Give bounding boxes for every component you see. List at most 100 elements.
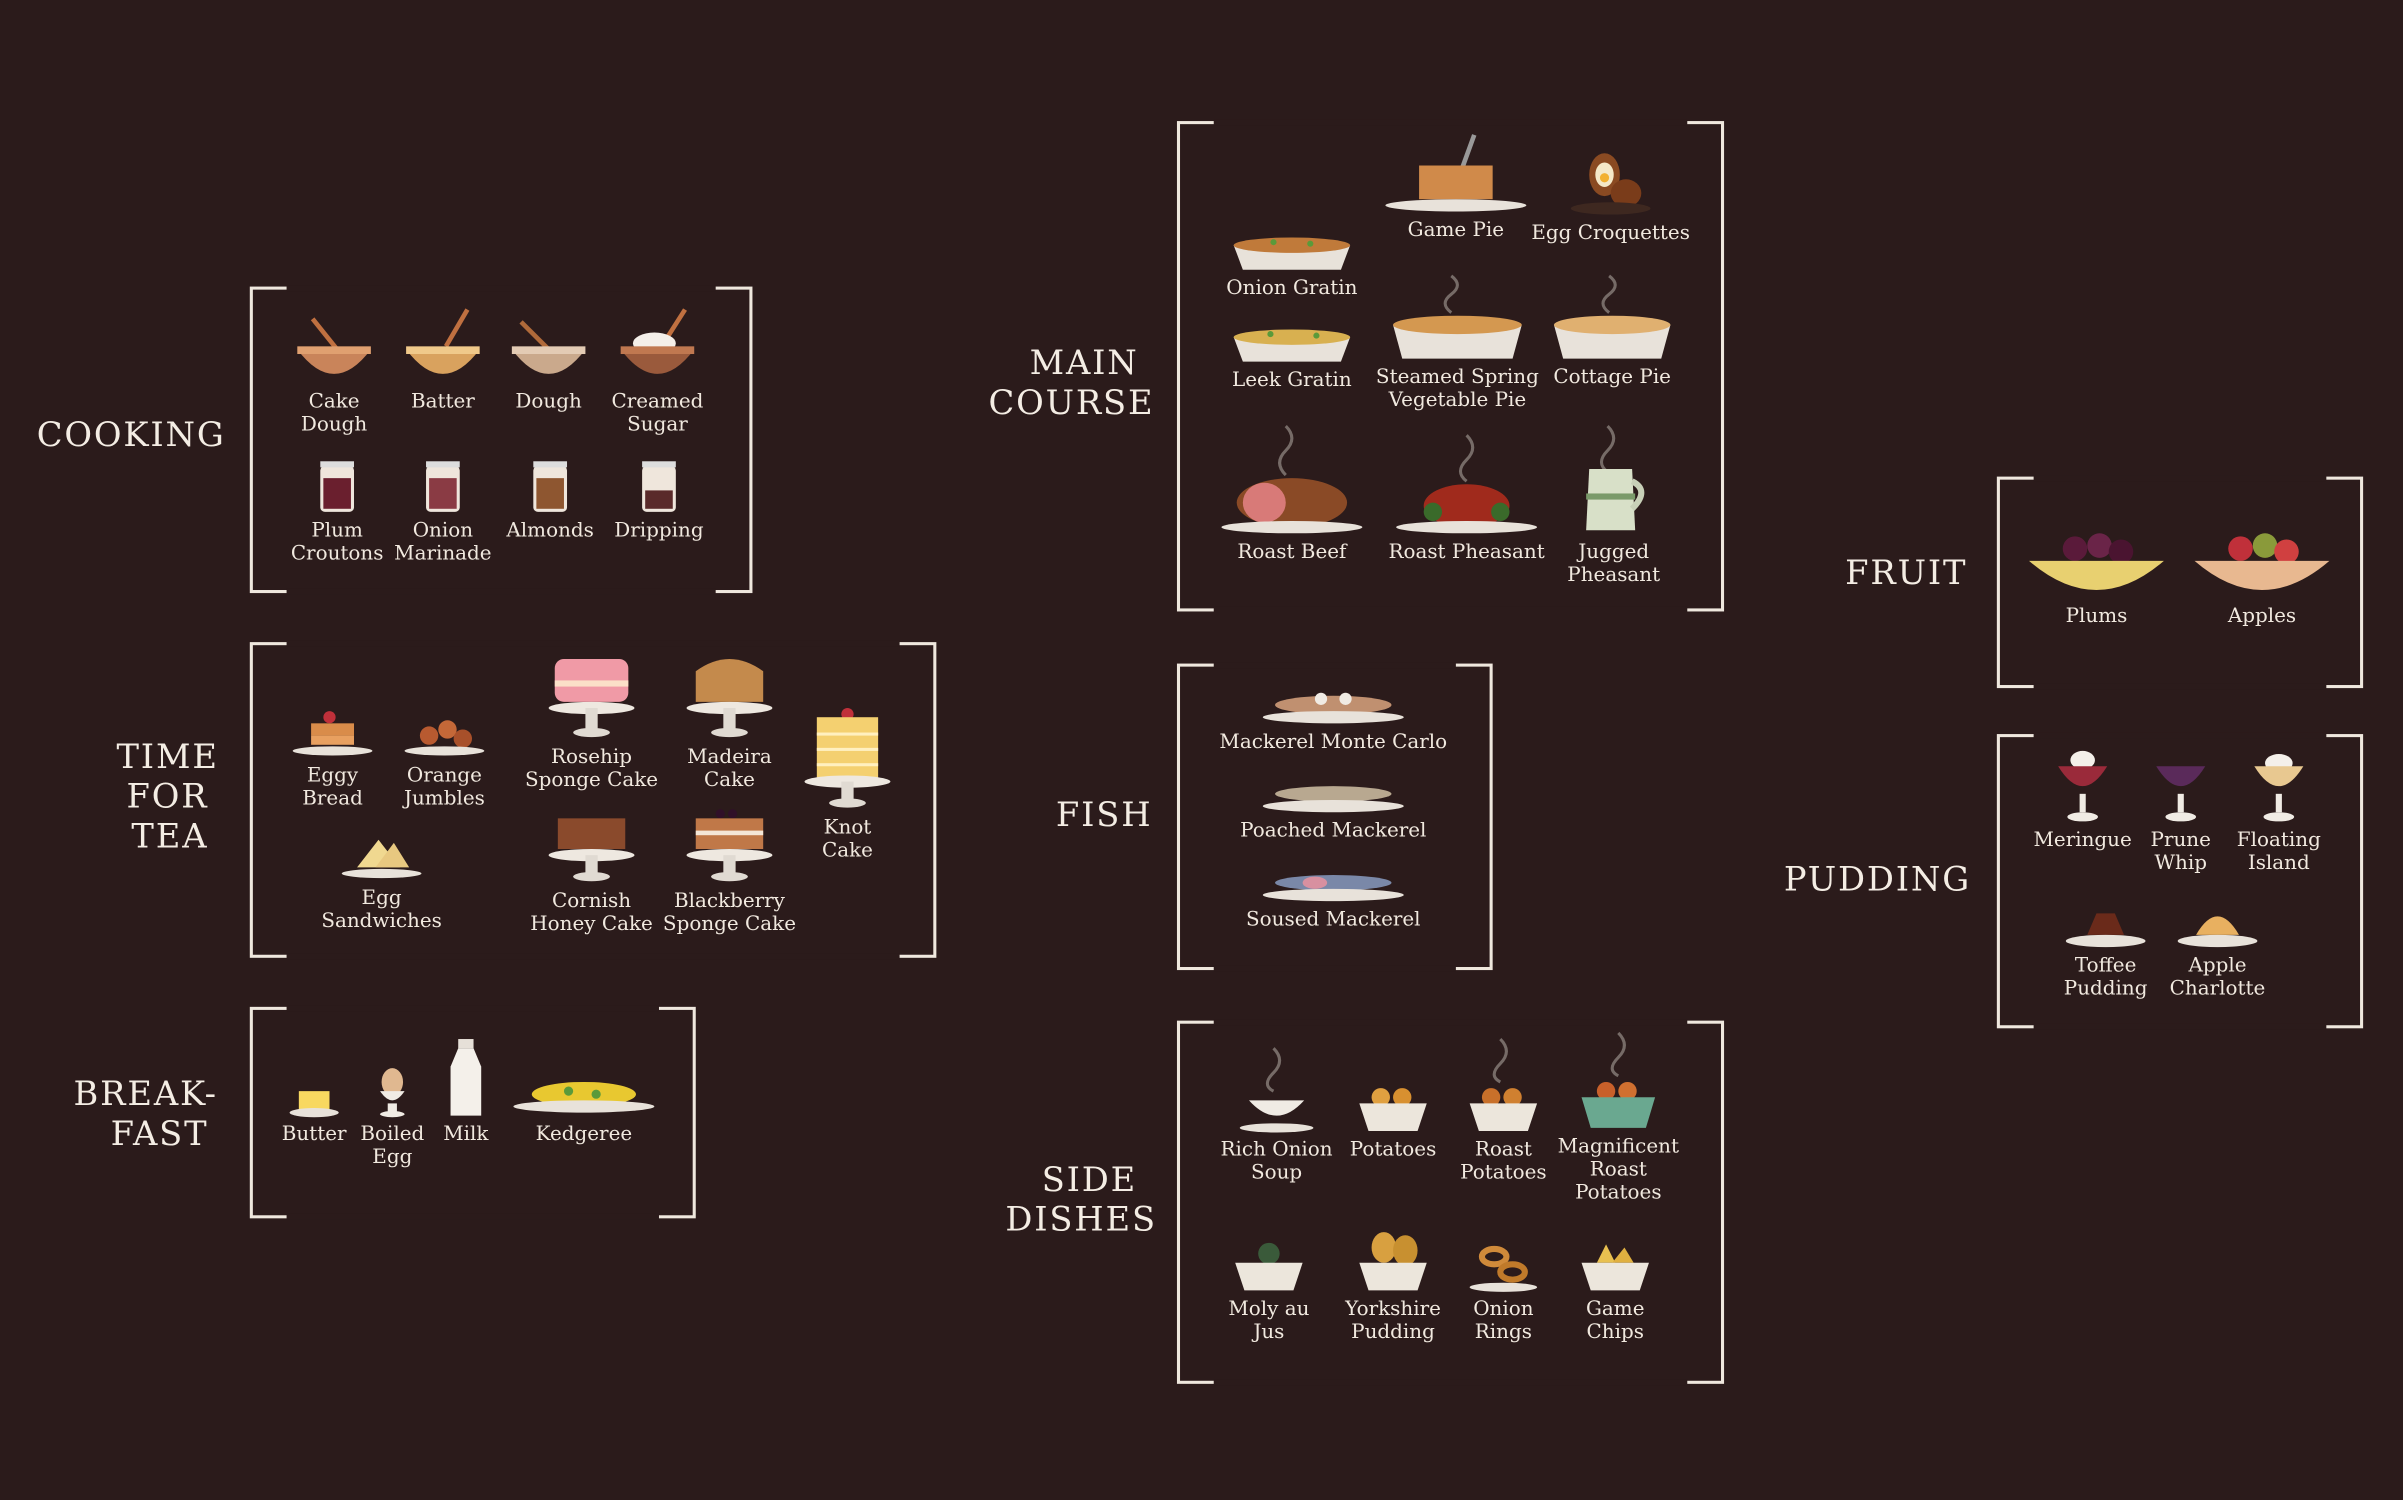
recipe-toffee-pudding[interactable]: Toffee Pudding bbox=[2021, 904, 2190, 1001]
recipe-rich-onion-soup[interactable]: Rich Onion Soup bbox=[1192, 1045, 1361, 1185]
recipe-label: Egg Sandwiches bbox=[321, 887, 442, 934]
recipe-label: Moly au Jus bbox=[1228, 1298, 1310, 1345]
recipe-eggy-bread[interactable]: Eggy Bread bbox=[248, 705, 417, 811]
recipe-label: Leek Gratin bbox=[1232, 369, 1352, 393]
recipe-madeira-cake[interactable]: Madeira Cake bbox=[645, 647, 814, 793]
fish-platter-icon bbox=[1262, 692, 1404, 724]
recipe-moly-au-jus[interactable]: Moly au Jus bbox=[1185, 1238, 1354, 1344]
recipe-blackberry-sponge-cake[interactable]: Blackberry Sponge Cake bbox=[645, 806, 814, 936]
recipe-apple-charlotte[interactable]: Apple Charlotte bbox=[2133, 898, 2302, 1001]
recipe-soused-mackerel[interactable]: Soused Mackerel bbox=[1211, 867, 1456, 932]
recipe-label: Magnificent Roast Potatoes bbox=[1557, 1135, 1679, 1205]
recipe-label: Onion Marinade bbox=[394, 519, 492, 566]
bowl-batter-icon bbox=[406, 308, 480, 374]
recipe-dough[interactable]: Dough bbox=[464, 307, 633, 414]
pudding-plate-icon bbox=[2065, 913, 2146, 948]
recipe-roast-pheasant[interactable]: Roast Pheasant bbox=[1382, 432, 1551, 564]
pie-icon bbox=[1385, 134, 1527, 212]
recipe-label: Madeira Cake bbox=[687, 746, 772, 793]
recipe-onion-rings[interactable]: Onion Rings bbox=[1419, 1235, 1588, 1344]
recipe-onion-marinade[interactable]: Onion Marinade bbox=[359, 460, 528, 566]
recipe-onion-gratin[interactable]: Onion Gratin bbox=[1208, 230, 1377, 300]
recipe-label: Almonds bbox=[506, 519, 594, 543]
breakfast-bracket bbox=[249, 1005, 696, 1220]
title-line: FAST bbox=[110, 1115, 209, 1154]
fruit-bracket bbox=[1996, 475, 2364, 690]
recipe-magnificent-roast-potatoes[interactable]: Magnificent Roast Potatoes bbox=[1534, 1030, 1703, 1205]
recipe-meringue[interactable]: Meringue bbox=[1998, 748, 2167, 852]
recipe-mackerel-monte-carlo[interactable]: Mackerel Monte Carlo bbox=[1211, 687, 1456, 754]
recipe-label: Game Chips bbox=[1586, 1298, 1645, 1345]
plate-icon bbox=[404, 720, 485, 756]
title-line: FRUIT bbox=[1845, 554, 1968, 594]
basket-icon bbox=[1581, 1244, 1649, 1291]
recipe-jugged-pheasant[interactable]: Jugged Pheasant bbox=[1529, 423, 1698, 587]
fish-bracket bbox=[1176, 662, 1493, 972]
recipe-cake-dough[interactable]: Cake Dough bbox=[250, 307, 419, 437]
recipe-steamed-spring-vegetable-pie[interactable]: Steamed Spring Vegetable Pie bbox=[1373, 273, 1542, 412]
recipe-cornish-honey-cake[interactable]: Cornish Honey Cake bbox=[507, 812, 676, 936]
recipe-game-pie[interactable]: Game Pie bbox=[1372, 132, 1541, 242]
recipe-apples[interactable]: Apples bbox=[2178, 527, 2347, 628]
recipe-label: Dripping bbox=[614, 519, 704, 543]
recipe-creamed-sugar[interactable]: Creamed Sugar bbox=[573, 307, 742, 437]
basket-icon bbox=[1235, 1242, 1303, 1291]
recipe-label: Onion Rings bbox=[1473, 1298, 1534, 1345]
recipe-label: Cake Dough bbox=[300, 390, 368, 437]
recipe-potatoes[interactable]: Potatoes bbox=[1309, 1082, 1478, 1162]
recipe-label: Cottage Pie bbox=[1553, 366, 1671, 390]
recipe-yorkshire-pudding[interactable]: Yorkshire Pudding bbox=[1309, 1229, 1478, 1344]
recipe-prune-whip[interactable]: Prune Whip bbox=[2096, 748, 2265, 875]
platter-icon bbox=[513, 1081, 655, 1113]
glass-icon bbox=[2254, 753, 2304, 822]
recipe-plum-croutons[interactable]: Plum Croutons bbox=[253, 460, 422, 565]
glass-icon bbox=[2156, 766, 2206, 822]
recipe-egg-croquettes[interactable]: Egg Croquettes bbox=[1526, 147, 1695, 245]
basket-icon bbox=[1359, 1088, 1427, 1131]
main-bracket bbox=[1176, 119, 1725, 613]
jar-icon bbox=[642, 461, 676, 512]
category-cooking-title: COOKING bbox=[37, 417, 226, 457]
recipe-poached-mackerel[interactable]: Poached Mackerel bbox=[1211, 779, 1456, 843]
recipe-roast-potatoes[interactable]: Roast Potatoes bbox=[1419, 1036, 1588, 1185]
recipe-rosehip-sponge-cake[interactable]: Rosehip Sponge Cake bbox=[507, 647, 676, 792]
recipe-batter[interactable]: Batter bbox=[359, 307, 528, 414]
cake-stand-icon bbox=[548, 818, 635, 882]
recipe-label: Creamed Sugar bbox=[611, 390, 704, 437]
recipe-label: Milk bbox=[443, 1123, 489, 1147]
recipe-kedgeree[interactable]: Kedgeree bbox=[500, 1073, 669, 1146]
gratin-icon bbox=[1233, 329, 1351, 362]
recipe-cottage-pie[interactable]: Cottage Pie bbox=[1528, 273, 1697, 389]
recipe-butter[interactable]: Butter bbox=[230, 1085, 399, 1146]
category-main-title: MAIN COURSE bbox=[988, 345, 1152, 425]
recipe-roast-beef[interactable]: Roast Beef bbox=[1208, 423, 1377, 564]
recipe-label: Roast Potatoes bbox=[1460, 1138, 1547, 1185]
bowl-dough-icon bbox=[511, 320, 586, 374]
recipe-almonds[interactable]: Almonds bbox=[466, 460, 635, 543]
recipe-milk[interactable]: Milk bbox=[382, 1036, 551, 1146]
recipe-label: Roast Beef bbox=[1237, 540, 1347, 564]
recipe-label: Blackberry Sponge Cake bbox=[662, 890, 797, 937]
title-line: TIME bbox=[116, 738, 219, 777]
recipe-label: Potatoes bbox=[1349, 1138, 1437, 1162]
gratin-icon bbox=[1233, 237, 1351, 270]
recipe-label: Toffee Pudding bbox=[2063, 954, 2148, 1001]
recipe-plums[interactable]: Plums bbox=[2012, 527, 2181, 628]
recipe-label: Egg Croquettes bbox=[1531, 222, 1690, 246]
title-line: PUDDING bbox=[1783, 861, 1972, 900]
recipe-dripping[interactable]: Dripping bbox=[575, 460, 744, 543]
recipe-boiled-egg[interactable]: Boiled Egg bbox=[308, 1067, 477, 1169]
recipe-orange-jumbles[interactable]: Orange Jumbles bbox=[360, 708, 529, 811]
recipe-leek-gratin[interactable]: Leek Gratin bbox=[1208, 322, 1377, 392]
side-bracket bbox=[1176, 1019, 1725, 1386]
recipe-game-chips[interactable]: Game Chips bbox=[1531, 1238, 1700, 1344]
recipe-label: Apples bbox=[2227, 605, 2297, 629]
title-line: FOR bbox=[126, 778, 209, 817]
recipe-label: Onion Gratin bbox=[1226, 277, 1358, 301]
title-line: SIDE bbox=[1041, 1161, 1138, 1200]
recipe-floating-island[interactable]: Floating Island bbox=[2195, 748, 2364, 875]
recipe-knot-cake[interactable]: Knot Cake bbox=[763, 705, 932, 863]
recipe-egg-sandwiches[interactable]: Egg Sandwiches bbox=[297, 828, 466, 934]
recipe-label: Butter bbox=[281, 1123, 347, 1147]
basket-icon bbox=[1469, 1245, 1538, 1292]
